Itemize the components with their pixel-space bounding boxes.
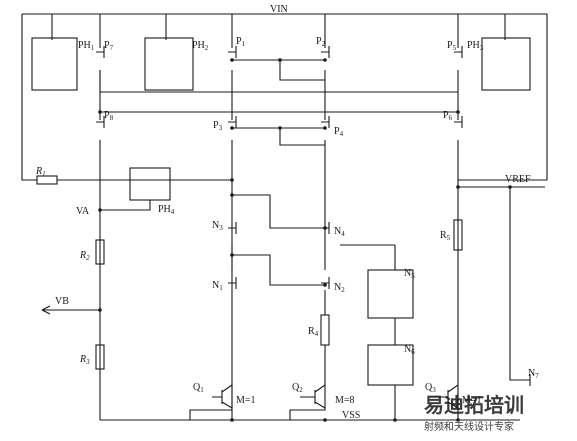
wiring xyxy=(21,13,548,421)
label-r4: R4 xyxy=(308,326,319,338)
label-p8: P8 xyxy=(104,110,114,122)
r5-body xyxy=(453,219,463,251)
ratio-q3: M=1 xyxy=(462,395,482,406)
label-p3: P3 xyxy=(213,120,223,132)
label-n3: N3 xyxy=(212,220,223,232)
vin-label: VIN xyxy=(270,4,288,15)
watermark-sub: 射频和天线设计专家 xyxy=(424,420,514,433)
vin-rail xyxy=(22,13,548,181)
label-p5: P5 xyxy=(447,40,457,52)
mid-rail xyxy=(99,70,458,93)
label-p4: P4 xyxy=(334,126,344,138)
junctions xyxy=(98,58,512,422)
vref-label: VREF xyxy=(505,174,531,185)
label-p1: P1 xyxy=(236,36,246,48)
label-n7: N7 xyxy=(528,368,539,380)
r3-body xyxy=(95,344,105,370)
watermark-main: 易迪拓培训 xyxy=(424,393,524,417)
label-n2: N2 xyxy=(334,282,345,294)
ratio-q1: M=1 xyxy=(236,395,256,406)
label-n5: N5 xyxy=(404,268,415,280)
label-r2: R2 xyxy=(79,250,90,262)
label-q3: Q3 xyxy=(425,382,436,394)
r2-body xyxy=(95,239,105,265)
ratio-q2: M=8 xyxy=(335,395,355,406)
va-label: VA xyxy=(76,206,90,217)
label-ph3: PH3 xyxy=(467,40,484,52)
label-r3: R3 xyxy=(79,354,90,366)
label-q2: Q2 xyxy=(292,382,303,394)
ph3-box xyxy=(481,37,531,91)
ph2-box xyxy=(144,37,194,91)
label-q1: Q1 xyxy=(193,382,204,394)
label-p2: P2 xyxy=(316,36,326,48)
n6-box xyxy=(367,344,414,386)
label-r1: R1 xyxy=(35,166,46,178)
ph1-box xyxy=(31,37,78,91)
watermark: 易迪拓培训 射频和天线设计专家 xyxy=(424,393,524,433)
label-ph1: PH1 xyxy=(78,40,95,52)
label-ph4: PH4 xyxy=(158,204,175,216)
label-n1: N1 xyxy=(212,280,223,292)
label-n4: N4 xyxy=(334,226,345,238)
label-n6: N6 xyxy=(404,344,415,356)
vb-label: VB xyxy=(55,296,69,307)
ph4-box xyxy=(129,167,171,201)
vss-label: VSS xyxy=(342,410,360,421)
label-r5: R5 xyxy=(440,230,451,242)
r1-body xyxy=(36,175,58,185)
label-p7: P7 xyxy=(104,40,114,52)
r4-body xyxy=(320,314,330,346)
n5-box xyxy=(367,269,414,319)
device-labels: PH1 PH2 PH3 PH4 P7 P8 P1 P2 P3 P4 P5 P6 … xyxy=(35,36,539,394)
label-ph2: PH2 xyxy=(192,40,209,52)
label-p6: P6 xyxy=(443,110,453,122)
